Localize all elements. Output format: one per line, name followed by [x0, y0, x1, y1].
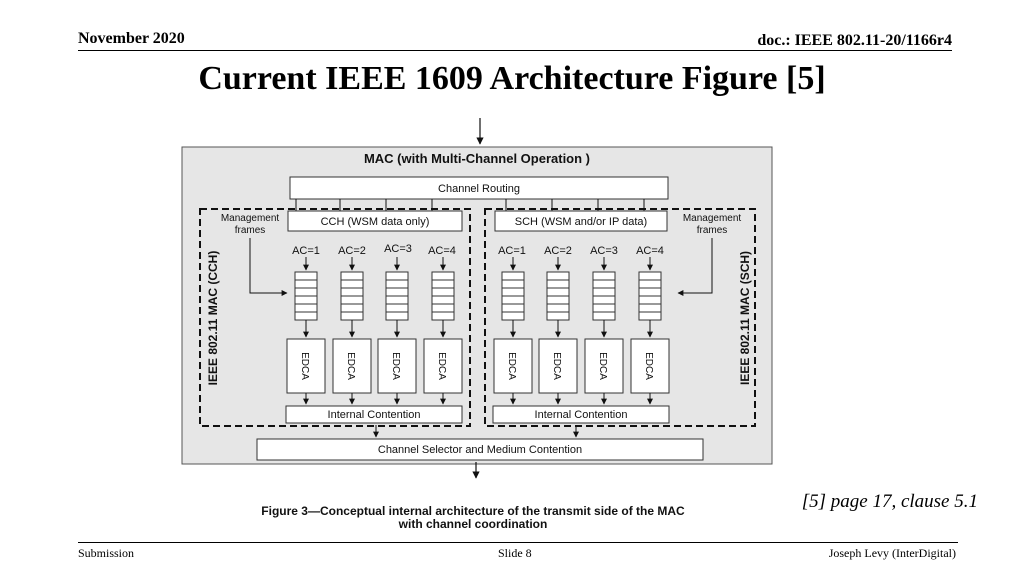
header-divider [78, 50, 952, 51]
figure-caption-line2: with channel coordination [398, 517, 548, 531]
sch-ac4-edca-label: EDCA [643, 352, 654, 380]
channel-routing-box [289, 176, 669, 200]
sch-ac2-edca-box [538, 338, 578, 394]
slide-title: Current IEEE 1609 Architecture Figure [5… [198, 60, 826, 97]
sch-ac4-label: AC=4 [636, 245, 664, 257]
cch-box [287, 210, 463, 232]
sch-mac-region [484, 208, 756, 427]
sch-mgmt-line2: frames [697, 225, 728, 236]
sch-ac3-edca-box [584, 338, 624, 394]
footer-divider [78, 542, 958, 543]
cch-mgmt-line1: Management [221, 213, 280, 224]
sch-ac1-label: AC=1 [498, 245, 526, 257]
footer-slide-number: Slide 8 [498, 546, 532, 560]
sch-internal-contention-label: Internal Contention [535, 409, 628, 421]
sch-mgmt-line1: Management [683, 213, 742, 224]
cch-ac3-edca-label: EDCA [390, 352, 401, 380]
cch-ac2-edca-label: EDCA [345, 352, 356, 380]
footer-submission: Submission [78, 546, 135, 560]
cch-ac3-edca-box [377, 338, 417, 394]
sch-queue-group: EDCA EDCA EDCA EDCA [493, 257, 670, 405]
cch-ac2-label: AC=2 [338, 245, 366, 257]
cch-ac1-edca-box [286, 338, 326, 394]
cch-ac2-edca-box [332, 338, 372, 394]
cch-ac1-label: AC=1 [292, 245, 320, 257]
sch-label: SCH (WSM and/or IP data) [515, 216, 647, 228]
header-doc-id: doc.: IEEE 802.11-20/1166r4 [757, 32, 952, 49]
cch-ac4-label: AC=4 [428, 245, 456, 257]
cch-internal-contention-label: Internal Contention [328, 409, 421, 421]
cch-mgmt-arrow [249, 238, 288, 296]
sch-ac3-label: AC=3 [590, 245, 618, 257]
sch-ac4-edca-box [630, 338, 670, 394]
sch-mgmt-arrow [677, 238, 713, 296]
channel-selector-label: Channel Selector and Medium Contention [378, 444, 582, 456]
cch-ac4-edca-label: EDCA [436, 352, 447, 380]
citation: [5] page 17, clause 5.1 [801, 491, 978, 512]
cch-internal-contention-box [285, 405, 463, 424]
mac-title: MAC (with Multi-Channel Operation ) [364, 151, 590, 166]
channel-selector-box [256, 438, 704, 461]
header-date: November 2020 [78, 30, 185, 47]
channel-routing-label: Channel Routing [438, 183, 520, 195]
sch-ac2-edca-label: EDCA [551, 352, 562, 380]
sch-ac2-label: AC=2 [544, 245, 572, 257]
cch-mac-region [199, 208, 471, 427]
cch-ac4-edca-box [423, 338, 463, 394]
sch-mac-label: IEEE 802.11 MAC (SCH) [738, 251, 752, 385]
sch-ac1-edca-box [493, 338, 533, 394]
footer-author: Joseph Levy (InterDigital) [828, 546, 956, 560]
cch-queue-group: EDCA EDCA EDCA EDCA [286, 257, 463, 405]
mac-panel [181, 146, 773, 465]
sch-ac3-edca-label: EDCA [597, 352, 608, 380]
sch-box [494, 210, 668, 232]
cch-mac-label: IEEE 802.11 MAC (CCH) [206, 251, 220, 386]
sch-ac1-edca-label: EDCA [506, 352, 517, 380]
sch-internal-contention-box [492, 405, 670, 424]
figure-caption-line1: Figure 3—Conceptual internal architectur… [261, 504, 685, 518]
cch-mgmt-line2: frames [235, 225, 266, 236]
cch-ac1-edca-label: EDCA [299, 352, 310, 380]
cch-ac3-label: AC=3 [384, 243, 412, 255]
cch-label: CCH (WSM data only) [321, 216, 430, 228]
